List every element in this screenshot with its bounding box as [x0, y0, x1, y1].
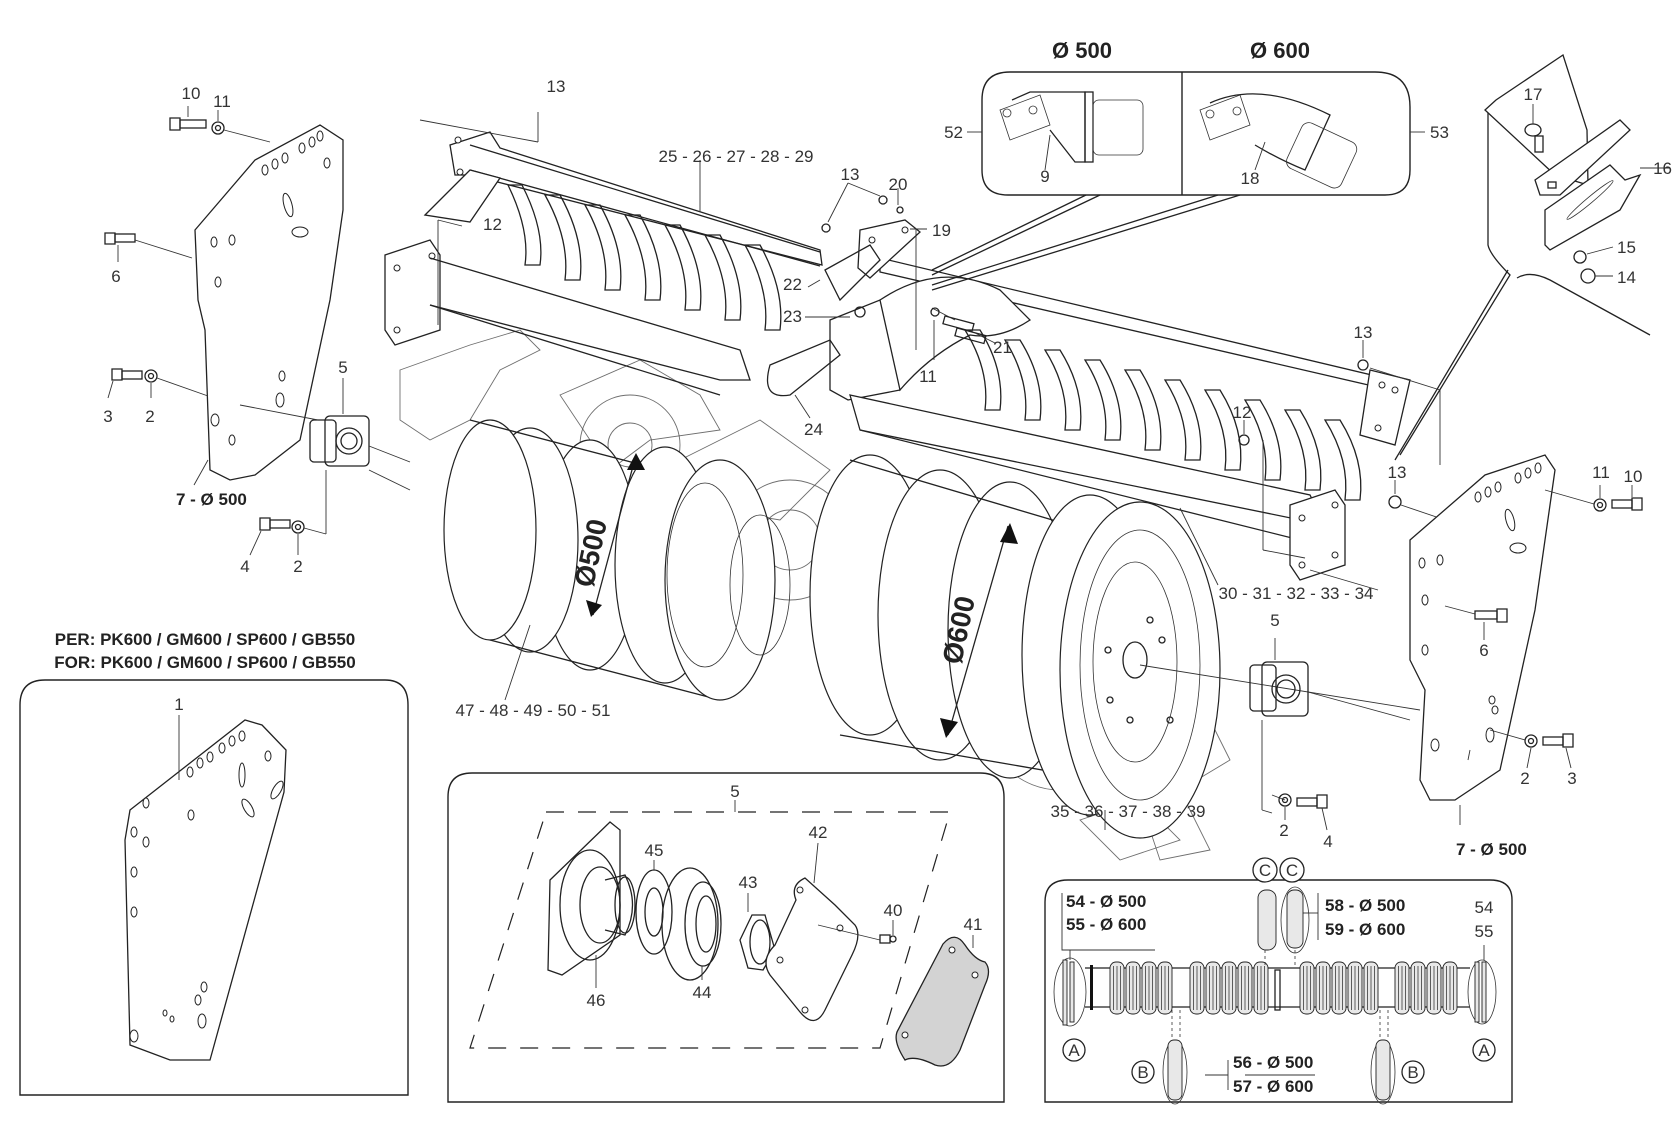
label-42: 42	[809, 823, 828, 842]
label-18: 18	[1241, 169, 1260, 188]
label-41: 41	[964, 915, 983, 934]
plate-inset-box	[19, 679, 409, 1096]
label-52: 52	[944, 123, 963, 142]
label-44: 44	[693, 983, 712, 1002]
label-13-left: 13	[547, 77, 566, 96]
right-side-plate	[1409, 454, 1556, 825]
scraper-tines-right	[963, 329, 1362, 501]
label-30-34: 30 - 31 - 32 - 33 - 34	[1219, 584, 1374, 603]
label-25-29: 25 - 26 - 27 - 28 - 29	[659, 147, 814, 166]
label-3-right: 3	[1567, 769, 1576, 788]
label-45: 45	[645, 841, 664, 860]
label-2b: 2	[293, 557, 302, 576]
marker-a-right: A	[1478, 1041, 1490, 1060]
label-11-mid: 11	[919, 367, 937, 386]
scraper-500-sketch	[999, 91, 1144, 171]
label-54-right: 54	[1475, 898, 1494, 917]
label-13-right: 13	[1354, 323, 1373, 342]
label-16: 16	[1653, 159, 1672, 178]
marker-b-left: B	[1137, 1063, 1148, 1082]
label-55-right: 55	[1475, 922, 1494, 941]
heading-d500: Ø 500	[1052, 38, 1112, 63]
scraper-detail	[1394, 53, 1670, 461]
label-12-right: 12	[1233, 403, 1252, 422]
marker-a-left: A	[1068, 1041, 1080, 1060]
ring-inset-box	[1044, 857, 1513, 1105]
label-35-39: 35 - 36 - 37 - 38 - 39	[1051, 802, 1206, 821]
label-59: 59 - Ø 600	[1325, 920, 1405, 939]
plate-inset-title-2: FOR: PK600 / GM600 / SP600 / GB550	[54, 653, 355, 672]
heading-d600: Ø 600	[1250, 38, 1310, 63]
plate-inset-title-1: PER: PK600 / GM600 / SP600 / GB550	[55, 630, 355, 649]
label-10: 10	[182, 84, 201, 103]
channel-bar-left	[384, 219, 751, 396]
label-47-51: 47 - 48 - 49 - 50 - 51	[456, 701, 611, 720]
left-side-plate	[194, 124, 344, 481]
label-4: 4	[240, 557, 249, 576]
label-13-mid: 13	[841, 165, 860, 184]
label-11: 11	[213, 92, 231, 111]
label-7-left: 7 - Ø 500	[176, 490, 247, 509]
label-2: 2	[145, 407, 154, 426]
label-22: 22	[783, 275, 802, 294]
left-plate-hardware	[104, 106, 411, 556]
label-15: 15	[1617, 238, 1636, 257]
label-20: 20	[889, 175, 908, 194]
label-43: 43	[739, 873, 758, 892]
roller-500	[443, 419, 791, 701]
label-55: 55 - Ø 600	[1066, 915, 1146, 934]
marker-b-right: B	[1407, 1063, 1418, 1082]
marker-c-left: C	[1259, 861, 1271, 880]
right-bearing	[1249, 638, 1411, 814]
label-57: 57 - Ø 600	[1233, 1077, 1313, 1096]
label-10-right: 10	[1624, 467, 1643, 486]
scraper-tines-left	[506, 184, 782, 331]
label-1: 1	[174, 695, 183, 714]
label-23: 23	[783, 307, 802, 326]
label-53: 53	[1430, 123, 1449, 142]
center-bracket	[766, 182, 1032, 419]
label-40: 40	[884, 901, 903, 920]
label-14: 14	[1617, 268, 1636, 287]
label-7-right: 7 - Ø 500	[1456, 840, 1527, 859]
marker-c-right: C	[1286, 861, 1298, 880]
label-54: 54 - Ø 500	[1066, 892, 1146, 911]
label-5-right: 5	[1270, 611, 1279, 630]
scraper-bar-top	[419, 112, 1411, 446]
label-2-right: 2	[1520, 769, 1529, 788]
label-46: 46	[587, 991, 606, 1010]
label-58: 58 - Ø 500	[1325, 896, 1405, 915]
label-6: 6	[111, 267, 120, 286]
label-56: 56 - Ø 500	[1233, 1053, 1313, 1072]
label-12-left: 12	[483, 215, 502, 234]
label-4-right: 4	[1323, 832, 1332, 851]
part-labels: Ø 500 Ø 600 52 53 9 18 10 11 6 3 2 7 - Ø…	[54, 38, 1672, 1096]
ring-groups	[1109, 961, 1458, 1015]
label-19: 19	[932, 221, 951, 240]
channel-bar-right	[849, 340, 1461, 591]
roller-600	[809, 454, 1421, 839]
label-2-right-low: 2	[1279, 821, 1288, 840]
right-plate-hardware	[1271, 485, 1643, 831]
label-9: 9	[1040, 167, 1049, 186]
label-24: 24	[804, 420, 823, 439]
label-17: 17	[1524, 85, 1543, 104]
label-6-right: 6	[1479, 641, 1488, 660]
label-3: 3	[103, 407, 112, 426]
scraper-inset-box	[931, 71, 1425, 291]
label-5: 5	[338, 358, 347, 377]
scraper-600-sketch	[1199, 93, 1358, 189]
label-21: 21	[993, 338, 1012, 357]
bearing-inset-box	[447, 772, 1005, 1103]
label-group-5: 5	[730, 782, 739, 801]
label-11-right: 11	[1592, 463, 1610, 482]
label-13-right-low: 13	[1388, 463, 1407, 482]
